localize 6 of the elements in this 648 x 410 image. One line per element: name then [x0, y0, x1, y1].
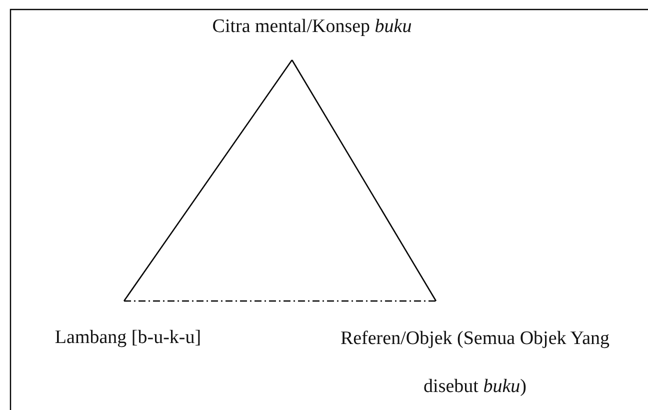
- triangle-side: [291, 60, 437, 302]
- concept-label: Citra mental/Konsep buku: [211, 15, 413, 39]
- concept-label: Lambang [b-u-k-u]: [54, 326, 202, 350]
- concept-label: Referen/Objek (Semua Objek Yang disebut buku): [339, 327, 611, 399]
- triangle-side: [123, 60, 293, 302]
- dash-dot-line: [124, 300, 436, 302]
